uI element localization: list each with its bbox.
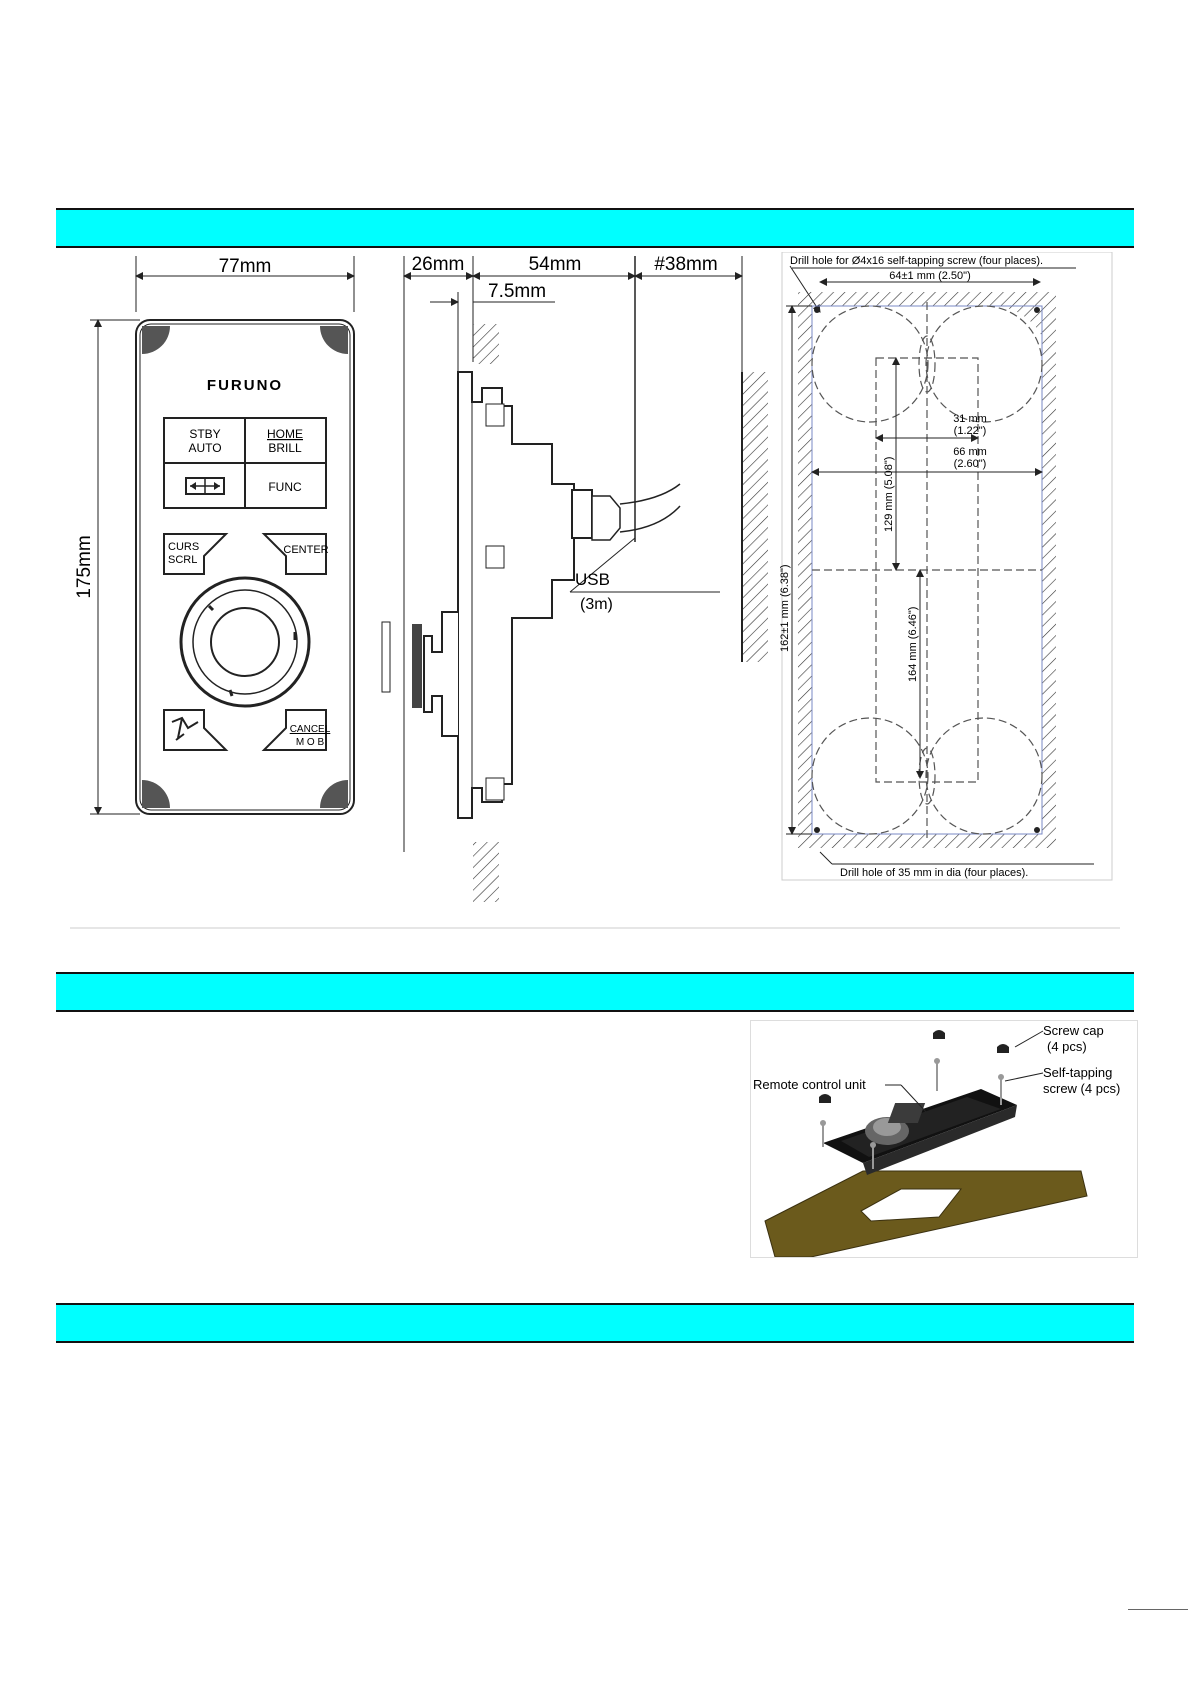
dim-54-label: 54mm	[529, 254, 582, 275]
dim-38-label: #38mm	[654, 254, 717, 275]
screw-cap-label: Screw cap	[1043, 1023, 1104, 1038]
section-header-bar-1	[56, 208, 1134, 248]
auto-key-label: AUTO	[188, 441, 221, 455]
curs-key-label: CURS	[168, 541, 199, 553]
section-header-bar-2	[56, 972, 1134, 1012]
usb-length-label: (3m)	[580, 596, 613, 613]
func-key-label: FUNC	[268, 480, 302, 494]
dim-26-label: 26mm	[412, 254, 465, 275]
dim-162-label: 162±1 mm (6.38")	[779, 564, 791, 652]
front-view: 77mm 175mm FURUNO STBY AUTO HOME BRILL F…	[74, 256, 355, 815]
dim-164-label: 164 mm (6.46")	[907, 607, 919, 682]
brand-logo: FURUNO	[207, 377, 283, 394]
section-header-bar-3	[56, 1303, 1134, 1343]
screw-cap-qty-label: (4 pcs)	[1047, 1039, 1087, 1054]
brill-key-label: BRILL	[268, 441, 302, 455]
mob-key-label: M O B	[296, 737, 325, 748]
cancel-key-label: CANCEL	[290, 724, 331, 735]
scrl-key-label: SCRL	[168, 554, 197, 566]
dim-31-label: 31 mm	[953, 413, 987, 425]
dim-7-5-label: 7.5mm	[488, 281, 546, 302]
usb-label: USB	[575, 570, 610, 589]
drill-bottom-label: Drill hole of 35 mm in dia (four places)…	[840, 867, 1028, 879]
front-width-label: 77mm	[219, 256, 272, 277]
remote-control-unit	[823, 1089, 1017, 1175]
side-view: 26mm 54mm #38mm 7.5mm USB (3m)	[381, 254, 768, 902]
dim-129-label: 129 mm (5.08")	[883, 457, 895, 532]
self-tapping-qty-label: screw (4 pcs)	[1043, 1081, 1120, 1096]
template-view: Drill hole for Ø4x16 self-tapping screw …	[779, 252, 1113, 881]
mounting-board	[764, 1170, 1088, 1257]
drill-top-label: Drill hole for Ø4x16 self-tapping screw …	[790, 255, 1043, 267]
corner-screw-holes	[814, 307, 1040, 833]
range-icon	[185, 477, 225, 495]
home-key-label: HOME	[267, 427, 303, 441]
self-tapping-label: Self-tapping	[1043, 1065, 1112, 1080]
dim-66-label: 66 mm	[953, 446, 987, 458]
screw-cap-icons	[819, 1030, 1009, 1103]
page-footer-rule	[1128, 1609, 1188, 1610]
remote-unit-label: Remote control unit	[753, 1077, 866, 1092]
man-overboard-icon	[171, 716, 199, 741]
dim-64-label: 64±1 mm (2.50")	[889, 270, 970, 282]
dim-31-in-label: (1.22")	[954, 425, 987, 437]
screw-icons	[820, 1058, 1004, 1169]
front-height-label: 175mm	[74, 535, 95, 598]
dimension-drawing: 77mm 175mm FURUNO STBY AUTO HOME BRILL F…	[70, 252, 1120, 932]
center-key-label: CENTER	[283, 544, 328, 556]
stby-key-label: STBY	[189, 427, 220, 441]
dim-66-in-label: (2.60")	[954, 458, 987, 470]
mounting-illustration: Screw cap (4 pcs) Self-tapping screw (4 …	[750, 1020, 1138, 1258]
